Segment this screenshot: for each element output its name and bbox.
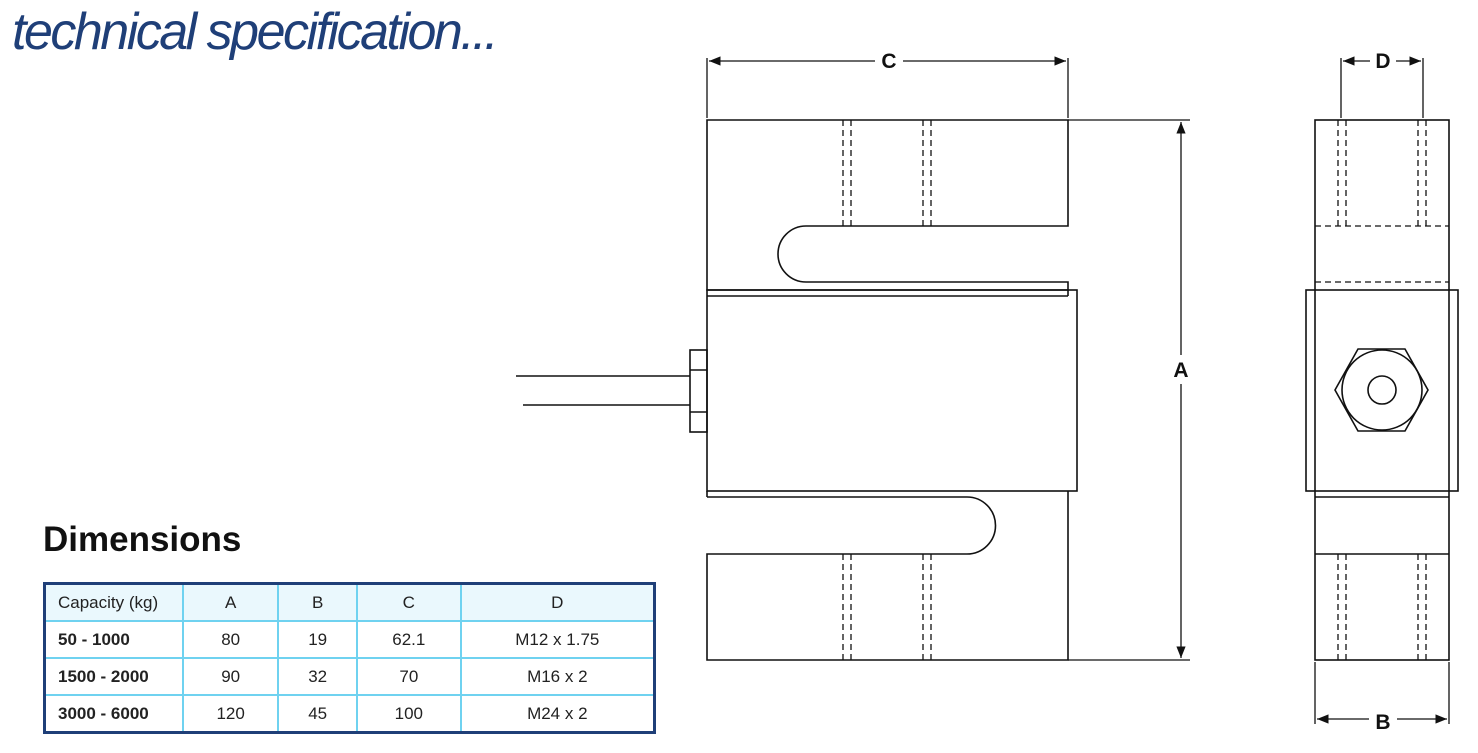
cell-d: M24 x 2 xyxy=(459,694,656,734)
dimensions-heading: Dimensions xyxy=(43,520,242,559)
header-capacity: Capacity (kg) xyxy=(43,582,184,622)
side-flange xyxy=(1305,289,1459,492)
cell-c: 62.1 xyxy=(356,620,462,659)
top-thread-hidden-lines xyxy=(842,120,932,226)
cell-capacity: 50 - 1000 xyxy=(43,620,184,659)
cell-capacity: 1500 - 2000 xyxy=(43,657,184,696)
bottom-block xyxy=(706,491,1069,661)
cell-c: 70 xyxy=(356,657,462,696)
side-hidden-lines xyxy=(1315,120,1449,660)
cable xyxy=(516,375,690,406)
side-body xyxy=(1314,119,1450,661)
cable-gland xyxy=(689,349,708,433)
cell-b: 19 xyxy=(277,620,359,659)
dimension-c xyxy=(706,56,1069,118)
cell-c: 100 xyxy=(356,694,462,734)
header-d: D xyxy=(459,582,656,622)
label-c: C xyxy=(881,50,896,73)
cell-a: 80 xyxy=(181,620,280,659)
top-block xyxy=(706,119,1069,291)
header-b: B xyxy=(277,582,359,622)
front-view xyxy=(516,56,1190,661)
page-title: technical specification... xyxy=(12,3,499,61)
header-c: C xyxy=(356,582,462,622)
header-a: A xyxy=(181,582,280,622)
dimensions-table: Capacity (kg) A B C D 50 - 1000 80 19 62… xyxy=(43,582,656,734)
middle-body xyxy=(706,289,1078,492)
hex-nut-icon xyxy=(1334,348,1429,432)
cell-capacity: 3000 - 6000 xyxy=(43,694,184,734)
cell-a: 120 xyxy=(181,694,280,734)
side-view xyxy=(1305,56,1459,724)
dimension-a xyxy=(1068,119,1190,661)
cell-d: M16 x 2 xyxy=(459,657,656,696)
label-d: D xyxy=(1375,50,1390,73)
cell-d: M12 x 1.75 xyxy=(459,620,656,659)
bottom-thread-hidden-lines xyxy=(842,554,932,660)
table-row: 50 - 1000 80 19 62.1 M12 x 1.75 xyxy=(43,620,656,659)
cell-a: 90 xyxy=(181,657,280,696)
label-a: A xyxy=(1173,359,1188,382)
cell-b: 32 xyxy=(277,657,359,696)
label-b: B xyxy=(1375,711,1390,734)
dimension-d xyxy=(1340,56,1424,118)
table-row: 1500 - 2000 90 32 70 M16 x 2 xyxy=(43,657,656,696)
dimension-b xyxy=(1314,662,1450,724)
cell-b: 45 xyxy=(277,694,359,734)
table-row: 3000 - 6000 120 45 100 M24 x 2 xyxy=(43,694,656,734)
table-header-row: Capacity (kg) A B C D xyxy=(43,582,656,622)
